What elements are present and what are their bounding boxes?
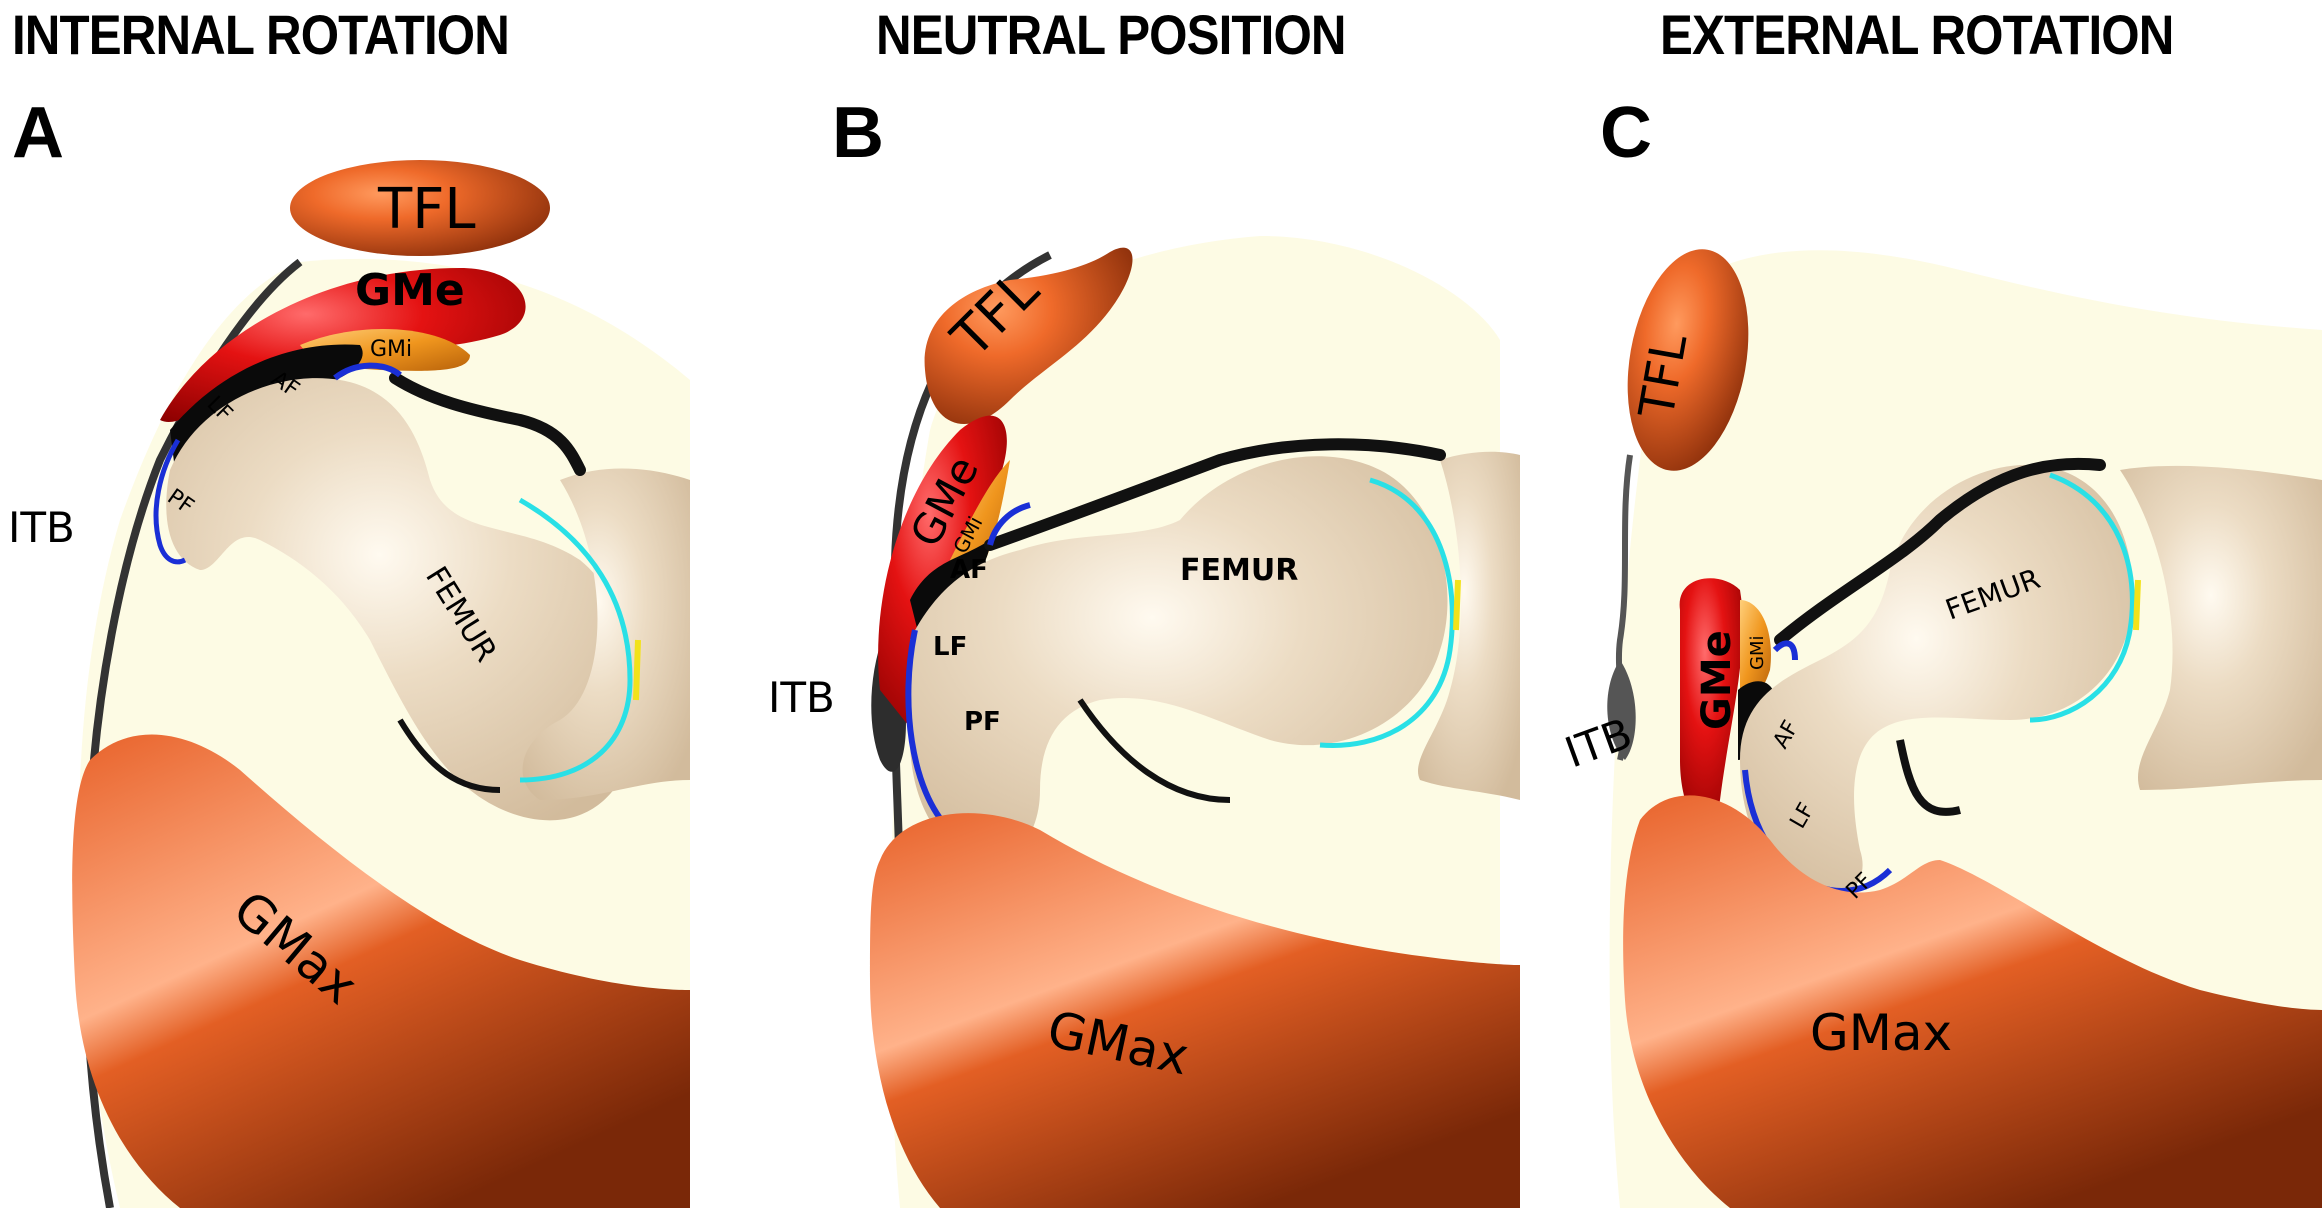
- gmax-muscle: [1623, 795, 2322, 1208]
- gmi-bursa: [987, 502, 1031, 546]
- tfl-muscle: [1627, 249, 1749, 471]
- label-femur: FEMUR: [1180, 553, 1298, 588]
- tendon-insertion: [170, 344, 363, 470]
- gmax-muscle: [72, 734, 690, 1208]
- label-tfl: TFL: [377, 177, 476, 242]
- cartilage: [1319, 477, 1455, 749]
- label-pf: PF: [964, 707, 1001, 737]
- femur-bone: [910, 456, 1448, 860]
- panel-a-heading: INTERNAL ROTATION: [12, 3, 510, 66]
- label-gme: GMe: [1694, 630, 1740, 730]
- labrum: [1453, 579, 1461, 631]
- label-itb: ITB: [768, 673, 835, 722]
- trochanteric-bursa: [153, 438, 187, 565]
- panel-b-illustration: TFL GMe GMi AF LF PF ITB FEMUR GMax: [768, 236, 1520, 1208]
- femur-bone: [166, 378, 640, 821]
- panel-c-illustration: TFL GMe GMi AF LF PF ITB FEMUR GMax: [1559, 249, 2322, 1208]
- gmi-muscle: [1740, 600, 1771, 696]
- gmax-muscle: [870, 813, 1520, 1208]
- label-af: AF: [950, 555, 988, 585]
- label-gmi: GMi: [370, 337, 412, 362]
- cartilage: [2029, 472, 2135, 723]
- panel-b-letter: B: [832, 93, 884, 173]
- joint-capsule: [389, 372, 586, 476]
- joint-capsule-lower: [1896, 739, 1961, 816]
- label-lf: LF: [933, 632, 967, 662]
- joint-capsule-lower: [397, 718, 501, 793]
- tfl-muscle: [924, 247, 1133, 424]
- cartilage: [518, 497, 633, 783]
- joint-capsule: [1774, 457, 2106, 646]
- joint-capsule: [984, 438, 1446, 551]
- acetabulum: [1417, 451, 1520, 800]
- itb-thickening: [1607, 660, 1636, 760]
- panel-a-illustration: TFL GMe GMi AF LF PF ITB FEMUR GMax: [8, 160, 691, 1208]
- label-gmi: GMi: [1747, 636, 1768, 670]
- panel-b-heading: NEUTRAL POSITION: [876, 3, 1347, 66]
- joint-capsule-lower: [1077, 698, 1231, 803]
- tfl-muscle: [290, 160, 550, 256]
- acetabulum: [2120, 465, 2322, 790]
- labrum: [2133, 579, 2141, 631]
- label-gme: GMe: [355, 265, 465, 316]
- panel-c-letter: C: [1600, 93, 1652, 173]
- label-itb: ITB: [8, 503, 75, 552]
- gmi-bursa: [333, 362, 402, 381]
- femur-bone: [1740, 464, 2133, 900]
- gmi-bursa: [1772, 640, 1798, 661]
- label-gmax: GMax: [1810, 1004, 1952, 1062]
- labrum: [633, 639, 641, 701]
- gme-muscle: [1679, 578, 1743, 826]
- panel-c-heading: EXTERNAL ROTATION: [1660, 3, 2174, 66]
- acetabulum: [522, 468, 690, 800]
- panel-a-letter: A: [12, 93, 64, 173]
